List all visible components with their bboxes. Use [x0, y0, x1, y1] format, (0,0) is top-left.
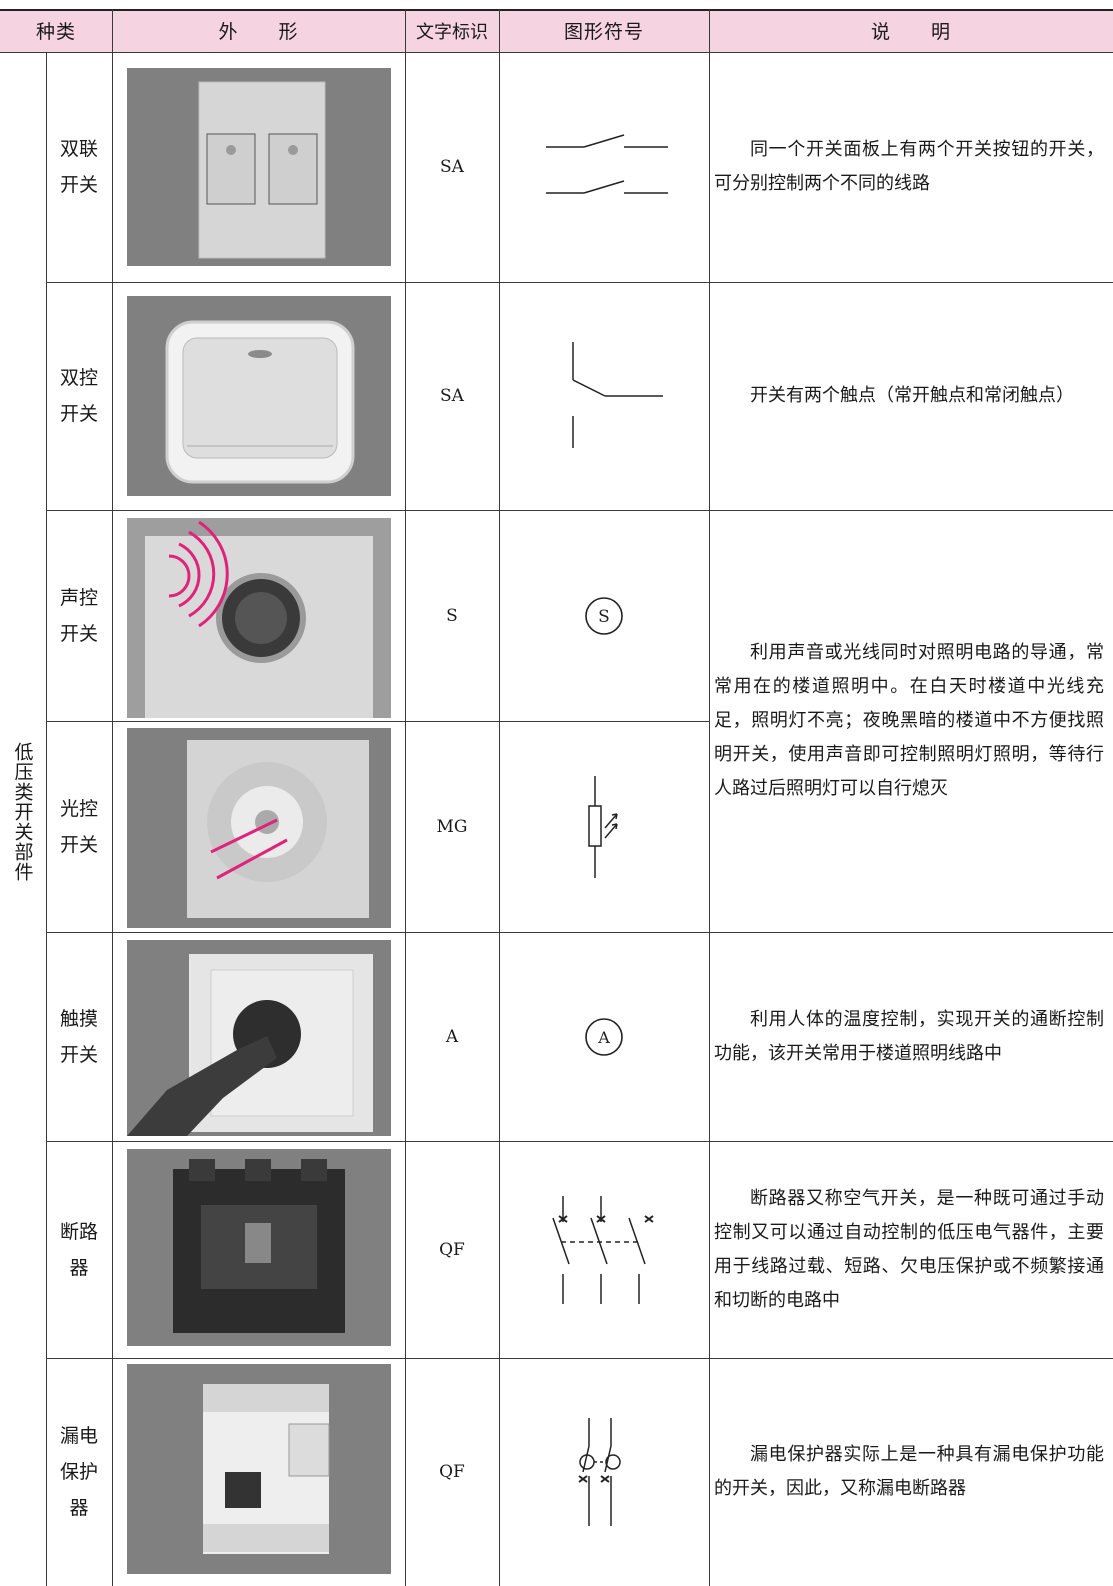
desc-dual-switch: 同一个开关面板上有两个开关按钮的开关，可分别控制两个不同的线路	[714, 139, 1104, 194]
row-name-touch-switch: 触摸开关	[59, 1007, 98, 1066]
symbol-light-switch	[499, 721, 709, 932]
code-two-way-switch: SA	[440, 386, 464, 406]
code-breaker: QF	[439, 1239, 465, 1260]
desc-sound-light-switch: 利用声音或光线同时对照明电路的导通，常常用在的楼道照明中。在白天时楼道中光线充足…	[714, 642, 1104, 799]
code-leakage-protector: QF	[439, 1462, 465, 1482]
row-name-leakage-protector: 漏电保护器	[59, 1425, 98, 1519]
photo-dual-switch	[127, 68, 391, 266]
col-line-1	[112, 9, 113, 1586]
header-category: 种类	[35, 21, 76, 43]
row-name-two-way-switch: 双控开关	[59, 367, 98, 425]
rule-row5	[46, 1141, 1113, 1142]
row-name-light-switch: 光控开关	[59, 797, 98, 856]
photo-sound-switch	[127, 518, 391, 718]
photo-touch-switch	[127, 940, 391, 1136]
row-name-breaker: 断路器	[59, 1220, 98, 1279]
photo-leakage-protector	[127, 1364, 391, 1574]
code-sound-switch: S	[446, 605, 458, 626]
rule-top	[0, 9, 1113, 11]
header-appearance: 外 形	[218, 21, 299, 43]
col-line-3	[499, 9, 500, 1586]
symbol-touch-switch: A	[499, 932, 709, 1141]
rule-row2	[46, 510, 1113, 511]
symbol-breaker	[499, 1141, 709, 1358]
rule-row1	[46, 282, 1113, 283]
desc-touch-switch: 利用人体的温度控制，实现开关的通断控制功能，该开关常用于楼道照明线路中	[714, 1008, 1104, 1064]
col-line-2	[405, 9, 406, 1586]
touch-symbol-letter: A	[597, 1028, 610, 1047]
symbol-two-way-switch	[499, 282, 709, 510]
code-dual-switch: SA	[440, 157, 464, 177]
symbol-dual-switch	[499, 52, 709, 282]
photo-light-switch	[127, 728, 391, 928]
col-line-0	[46, 52, 47, 1586]
code-touch-switch: A	[445, 1026, 459, 1047]
sound-symbol-letter: S	[598, 607, 610, 627]
header-description: 说 明	[870, 21, 951, 43]
symbol-leakage-protector	[499, 1358, 709, 1586]
desc-breaker: 断路器又称空气开关，是一种既可通过手动控制又可以通过自动控制的低压电气器件，主要…	[714, 1187, 1104, 1311]
rule-row4	[46, 932, 1113, 933]
code-light-switch: MG	[436, 816, 468, 837]
header-symbol: 图形符号	[563, 21, 644, 43]
rule-header	[0, 52, 1113, 53]
table-header	[0, 9, 1113, 52]
rule-row3	[46, 721, 709, 722]
desc-two-way-switch: 开关有两个触点（常开触点和常闭触点）	[750, 385, 1074, 406]
photo-breaker	[127, 1149, 391, 1346]
row-name-sound-switch: 声控开关	[59, 586, 98, 645]
desc-leakage-protector: 漏电保护器实际上是一种具有漏电保护功能的开关，因此，又称漏电断路器	[714, 1444, 1104, 1499]
symbol-sound-switch: S	[499, 510, 709, 721]
rule-row6	[46, 1358, 1113, 1359]
col-line-4	[709, 9, 710, 1586]
row-name-dual-switch: 双联开关	[59, 138, 98, 196]
photo-two-way-switch	[127, 296, 391, 496]
header-code: 文字标识	[416, 21, 488, 43]
category-label: 低压类开关部件	[11, 742, 34, 882]
